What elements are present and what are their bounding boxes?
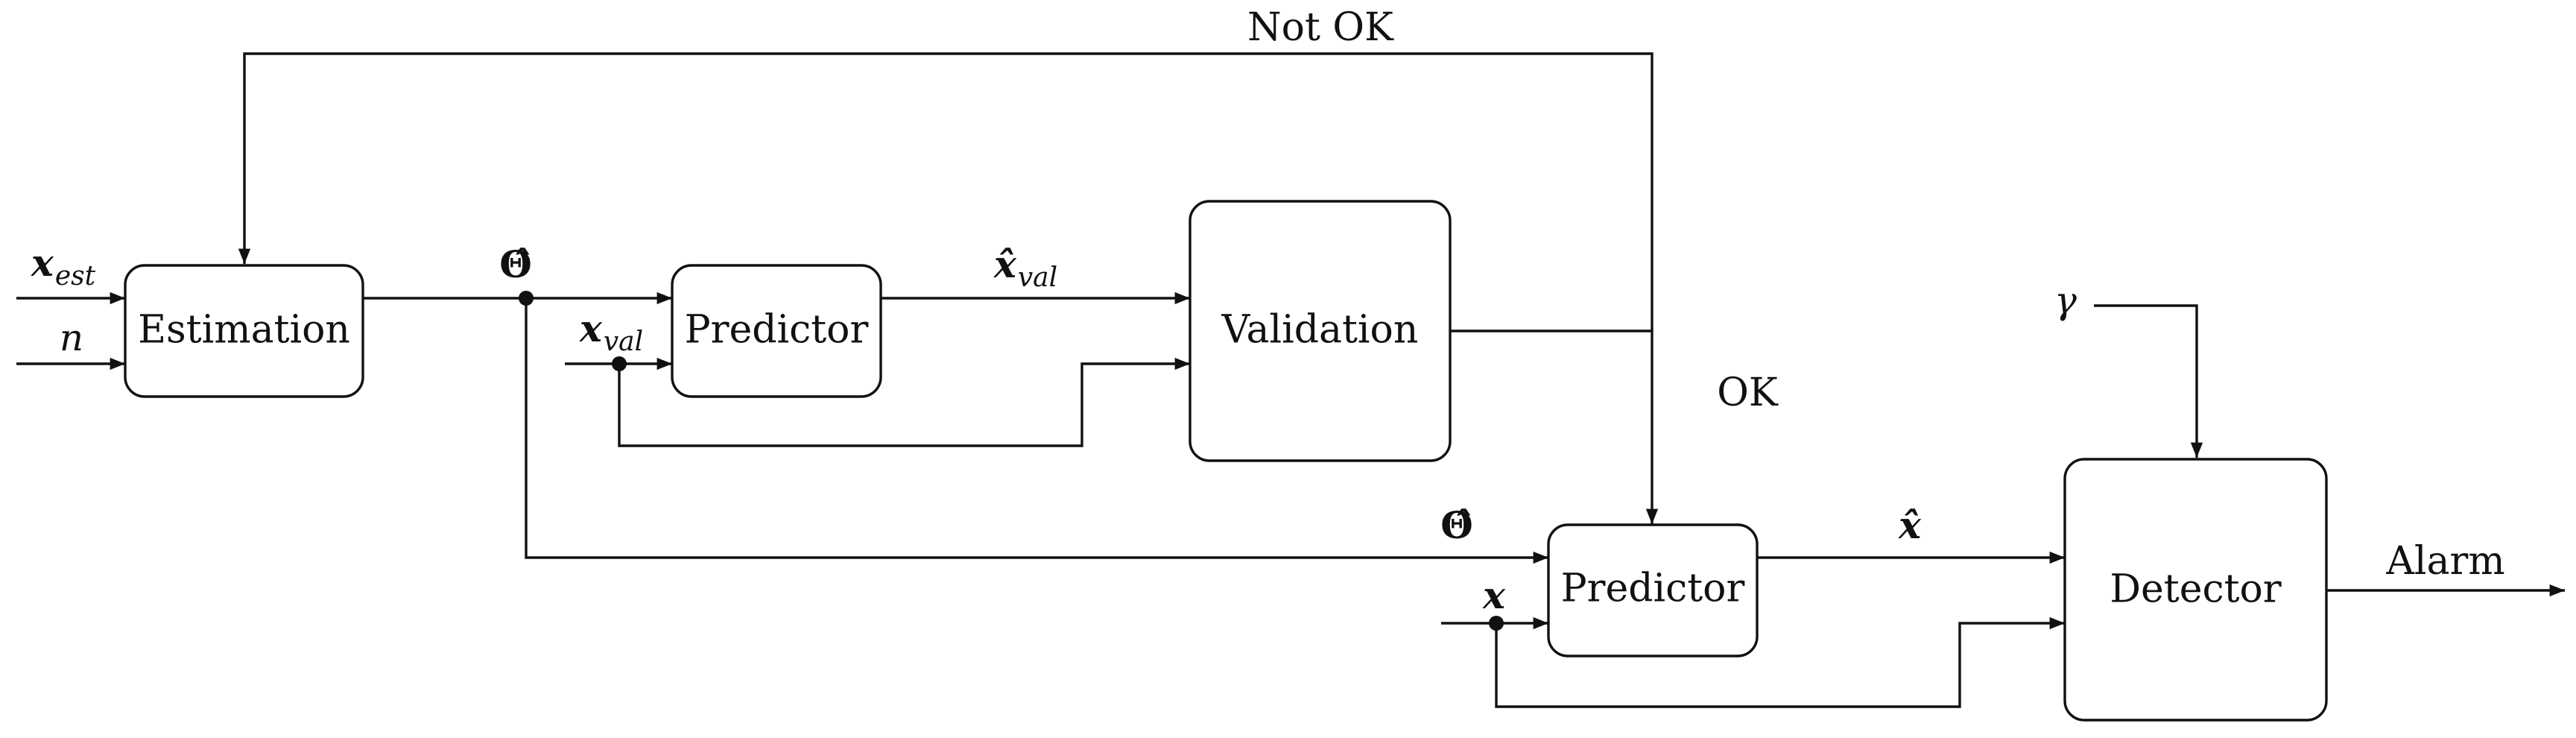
- x-est-label: xest: [31, 241, 96, 291]
- estimation-block: Estimation: [124, 264, 364, 398]
- xhat-label: x̂: [1898, 503, 1922, 547]
- x-junction-dot: [1489, 616, 1504, 631]
- theta-bottom-label: Θ̂: [1440, 503, 1473, 547]
- x-to-detector-loop: [1495, 616, 2065, 708]
- gamma-label: γ: [2054, 279, 2077, 322]
- detector-block: Detector: [2063, 458, 2328, 722]
- theta-branch-to-bottom-predictor: [525, 298, 1548, 564]
- n-label: n: [60, 316, 83, 359]
- predictor-bottom-label: Predictor: [1561, 567, 1745, 611]
- validation-block: Validation: [1189, 200, 1452, 462]
- validation-label: Validation: [1221, 308, 1419, 353]
- theta-top-label: Θ̂: [499, 242, 532, 286]
- alarm-label: Alarm: [2385, 539, 2504, 584]
- predictor-top-block: Predictor: [671, 264, 882, 398]
- validation-ok-arrow: [1450, 329, 1659, 524]
- not-ok-label: Not OK: [1247, 5, 1394, 50]
- predictor-bottom-block: Predictor: [1547, 523, 1759, 657]
- xhat-val-label: x̂val: [993, 242, 1057, 293]
- x-label: x: [1482, 573, 1506, 617]
- x-val-to-validation-loop: [618, 357, 1190, 447]
- predictor-top-label: Predictor: [685, 308, 869, 353]
- ok-label: OK: [1717, 370, 1779, 415]
- estimation-label: Estimation: [138, 308, 350, 353]
- x-val-label: xval: [579, 306, 643, 357]
- x-val-junction-dot: [612, 356, 627, 371]
- theta-junction-dot: [519, 291, 534, 306]
- gamma-to-detector-arrow: [2094, 304, 2203, 458]
- detector-label: Detector: [2110, 567, 2281, 612]
- not-ok-feedback-arrow: [238, 52, 1653, 331]
